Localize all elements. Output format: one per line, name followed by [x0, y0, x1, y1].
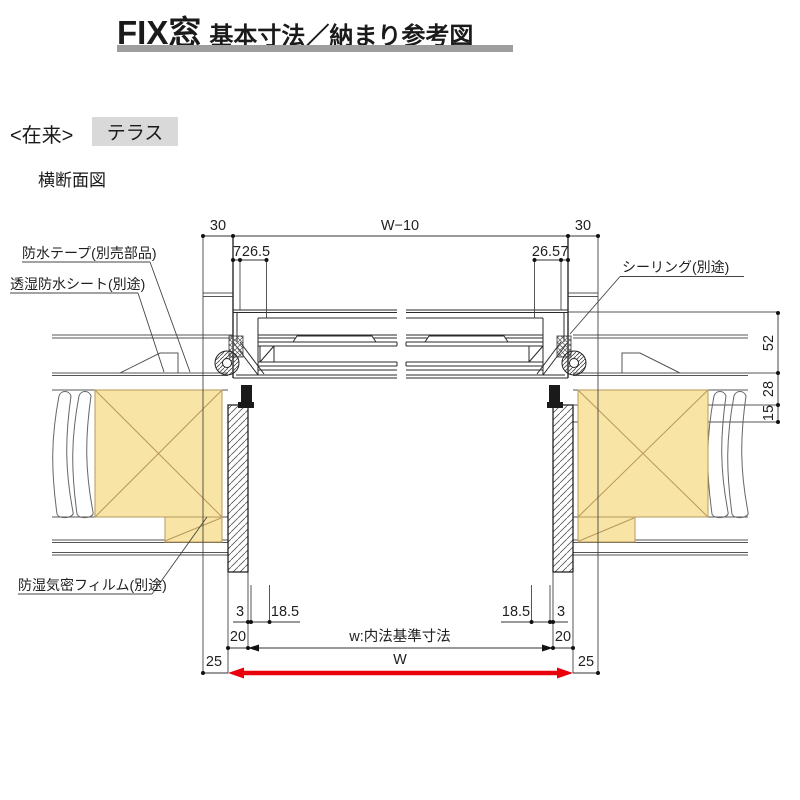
casing-right — [552, 404, 574, 573]
dim-sub-right-b: 7 — [560, 244, 568, 260]
dim-3-left: 3 — [236, 604, 244, 620]
screw-symbol-left — [214, 350, 240, 376]
dim-side-top: 52 — [761, 335, 777, 351]
dim-sub-right-a: 26.5 — [532, 244, 560, 260]
dim-3-right: 3 — [557, 604, 565, 620]
dim-sub-left-a: 7 — [233, 244, 241, 260]
callout-leaders — [10, 261, 744, 595]
red-arrowhead-left — [228, 667, 244, 679]
dim-side-bot: 15 — [761, 405, 777, 421]
title-underline-bar — [117, 45, 513, 52]
wood-stud-right — [577, 389, 709, 543]
dim-20-right: 20 — [555, 629, 571, 645]
dim-top-center: W−10 — [381, 218, 419, 234]
dim-inner-width-label: w:内法基準寸法 — [348, 628, 451, 645]
dim-185-right: 18.5 — [502, 604, 530, 620]
dim-side-mid: 28 — [761, 381, 777, 397]
extension-lines — [202, 238, 599, 673]
label-breathable-sheet: 透湿防水シート(別途) — [10, 276, 145, 292]
section-view-label: 横断面図 — [38, 171, 106, 190]
label-moisture-film: 防湿気密フィルム(別途) — [18, 577, 167, 593]
red-arrowhead-right — [557, 667, 573, 679]
dim-25-left: 25 — [206, 654, 222, 670]
dim-185-left: 18.5 — [271, 604, 299, 620]
label-sealing: シーリング(別途) — [622, 259, 729, 275]
window-frame — [232, 238, 569, 379]
overall-width-dimension — [201, 667, 600, 679]
gasket-left — [292, 335, 377, 343]
side-dimensions — [776, 311, 780, 424]
window-type-chip: テラス — [92, 117, 178, 146]
anchor-angle-left — [238, 385, 254, 408]
title-main: FIX窓 — [117, 14, 202, 51]
glazing-unit — [258, 335, 544, 367]
bottom-small-dimensions — [233, 620, 568, 624]
dim-top-left: 30 — [210, 218, 226, 234]
gasket-right — [424, 335, 509, 343]
dim-top-right: 30 — [575, 218, 591, 234]
casing-left — [227, 404, 249, 573]
dim-20-left: 20 — [230, 629, 246, 645]
insulation-batt-right — [707, 391, 749, 519]
label-waterproof-tape: 防水テープ(別売部品) — [22, 245, 156, 261]
dim-overall-width: W — [393, 652, 407, 668]
dim-25-right: 25 — [578, 654, 594, 670]
anchor-angle-right — [547, 385, 563, 408]
screw-symbol-right — [561, 350, 587, 376]
dim-sub-left-b: 26.5 — [242, 244, 270, 260]
inner-width-dimension — [226, 644, 575, 652]
wood-stud-left — [94, 389, 223, 543]
top-dimensions — [201, 234, 600, 262]
insulation-batt-left — [52, 391, 94, 519]
construction-method-tag: <在来> — [10, 125, 74, 147]
